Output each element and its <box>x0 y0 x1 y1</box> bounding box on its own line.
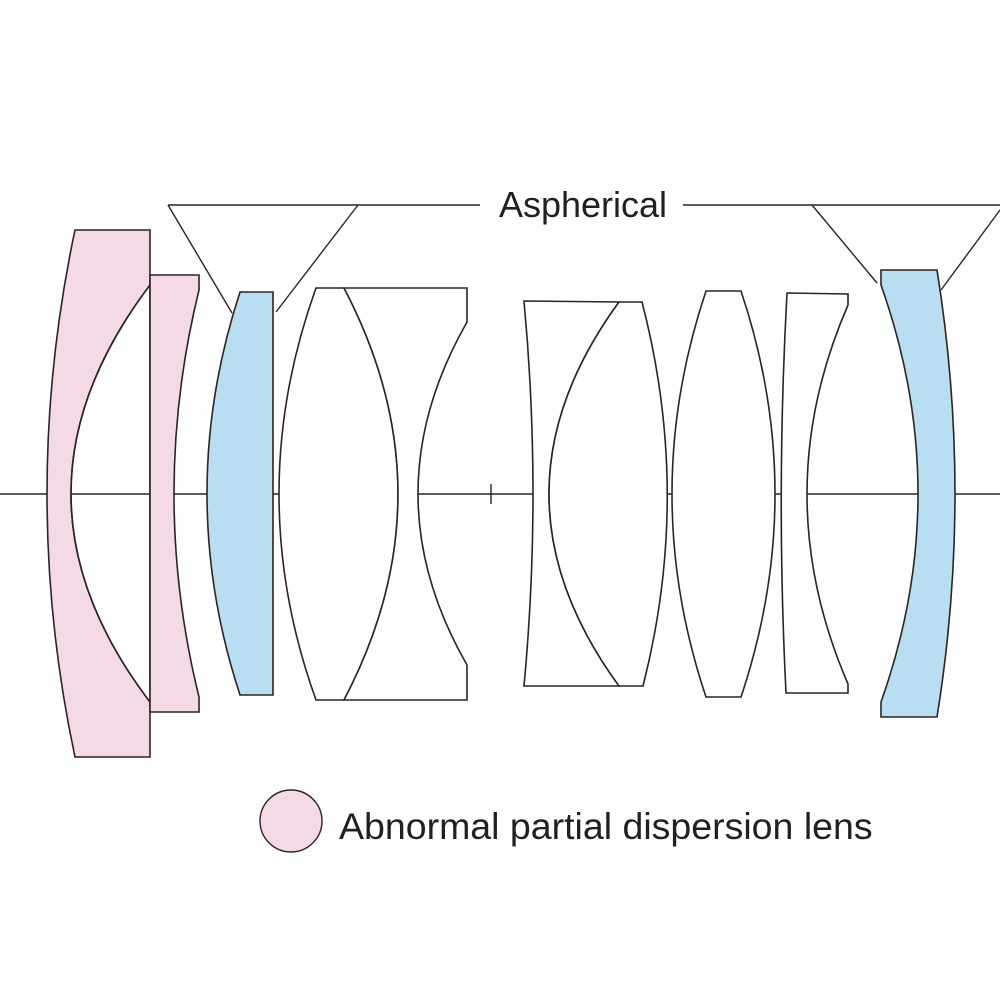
lens-2 <box>149 274 200 713</box>
lens-7 <box>548 301 669 687</box>
legend-swatch-pink <box>259 789 323 853</box>
lens-1-inner-surface <box>70 284 151 703</box>
callout-pointer <box>811 204 878 284</box>
callout-pointer <box>275 204 359 313</box>
lens-3-aspherical <box>206 291 274 696</box>
callout-pointer <box>940 209 1000 291</box>
lens-8 <box>671 290 776 698</box>
lens-10-aspherical <box>880 269 956 718</box>
legend-label: Abnormal partial dispersion lens <box>339 805 873 847</box>
lens-9 <box>780 292 849 694</box>
legend: Abnormal partial dispersion lens <box>259 789 873 853</box>
lens-5 <box>342 287 468 701</box>
callout-pointer <box>167 204 233 314</box>
aspherical-label: Aspherical <box>499 184 667 225</box>
aspherical-callout: Aspherical <box>167 184 1000 314</box>
